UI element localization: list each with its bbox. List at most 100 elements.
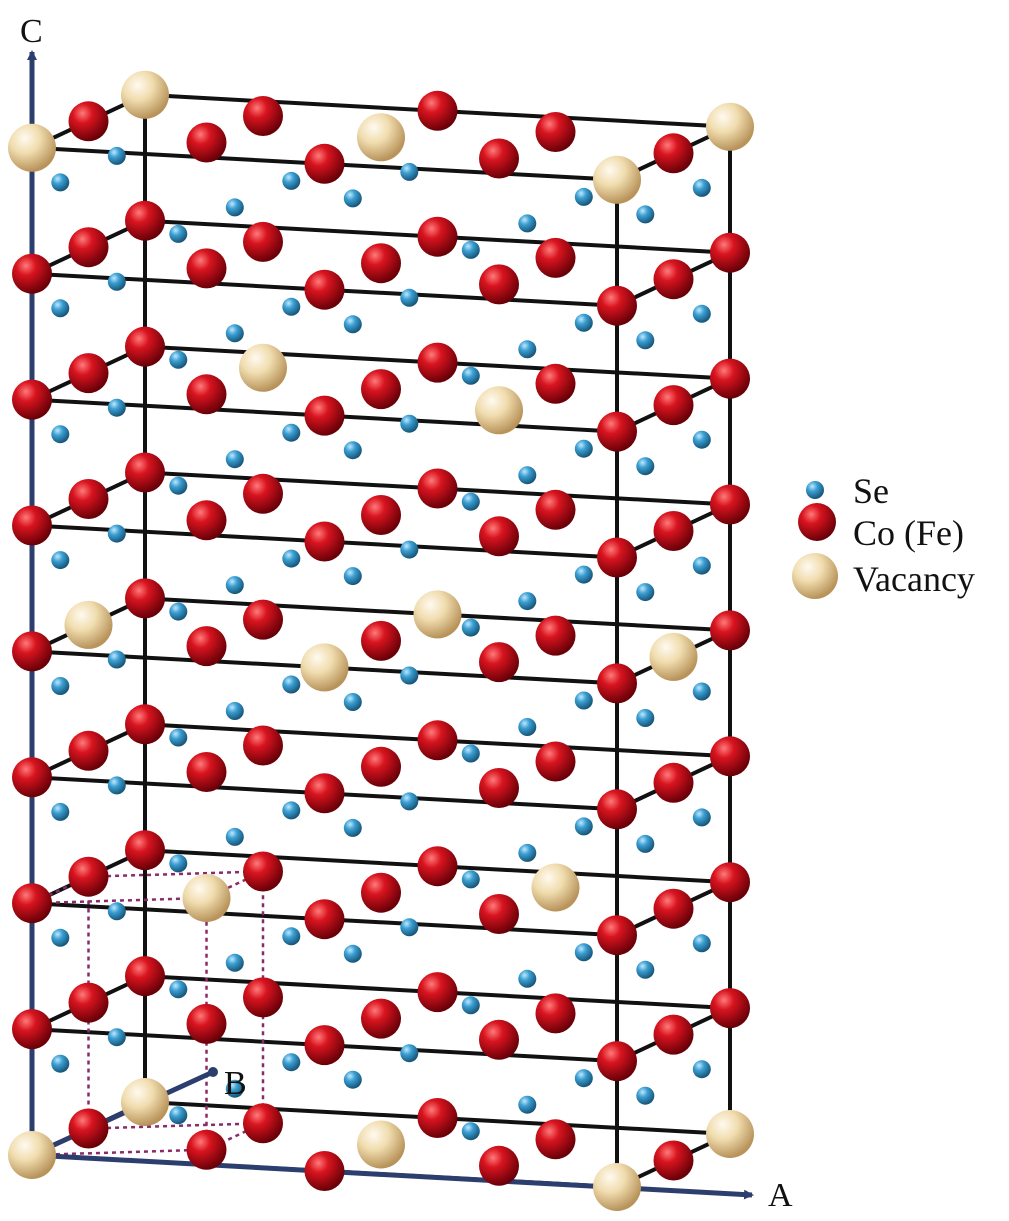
co-atom	[653, 259, 694, 300]
co-atom	[710, 988, 750, 1029]
se-atom	[169, 728, 188, 747]
se-atom	[461, 996, 480, 1015]
co-atom	[535, 363, 576, 404]
se-atom	[225, 198, 244, 217]
se-atom	[518, 1095, 537, 1114]
co-atom	[243, 851, 283, 892]
co-atom	[243, 599, 283, 640]
co-atom	[125, 200, 165, 241]
se-atom	[400, 1044, 419, 1063]
se-atom	[636, 583, 655, 602]
co-atom	[710, 736, 750, 777]
co-atom	[417, 216, 458, 257]
vacancy-site	[8, 1131, 56, 1179]
vacancy-site	[121, 70, 169, 119]
co-atom	[125, 326, 165, 367]
vacancy-site	[8, 123, 56, 172]
co-atom	[304, 1151, 345, 1191]
co-atom	[535, 489, 576, 530]
co-atom	[12, 631, 52, 672]
co-atom	[125, 704, 165, 745]
co-atom	[597, 537, 637, 578]
axis-b-label: B	[224, 1065, 247, 1102]
se-atom	[343, 1070, 362, 1089]
co-atom	[68, 856, 109, 897]
vacancy-site	[357, 113, 405, 162]
se-atom	[692, 808, 711, 827]
se-atom	[343, 441, 362, 460]
se-atom	[400, 792, 419, 811]
co-atom	[68, 353, 109, 394]
co-atom	[479, 1019, 519, 1060]
co-atom	[125, 830, 165, 871]
se-atom	[343, 189, 362, 208]
co-atom	[12, 757, 52, 798]
co-atom	[361, 998, 401, 1039]
co-atom	[186, 122, 227, 163]
co-atom	[186, 374, 227, 415]
se-atom	[400, 414, 419, 433]
se-atom	[692, 682, 711, 701]
se-atom	[461, 492, 480, 511]
co-atom	[653, 1014, 694, 1055]
se-atom	[636, 331, 655, 350]
legend-se-icon	[806, 481, 824, 499]
se-atom	[461, 366, 480, 385]
co-atom	[361, 369, 401, 410]
co-atom	[597, 663, 637, 704]
co-atom	[710, 610, 750, 651]
co-atom	[710, 484, 750, 525]
co-atom	[125, 956, 165, 997]
co-atom	[417, 972, 458, 1013]
co-atom	[710, 358, 750, 399]
vacancy-site	[182, 874, 231, 922]
se-atom	[225, 450, 244, 469]
se-atom	[169, 224, 188, 243]
se-atom	[225, 702, 244, 720]
co-atom	[479, 138, 519, 179]
se-atom	[574, 943, 593, 962]
se-atom	[518, 340, 537, 359]
se-atom	[107, 776, 126, 795]
legend-vacancy-label: Vacancy	[853, 559, 975, 599]
se-atom	[282, 423, 301, 442]
co-atom	[304, 773, 345, 814]
se-atom	[107, 650, 126, 669]
se-atom	[225, 324, 244, 343]
se-atom	[343, 693, 362, 711]
co-atom	[417, 468, 458, 509]
co-atom	[653, 511, 694, 551]
co-atom	[243, 96, 283, 136]
se-atom	[461, 618, 480, 637]
co-atom	[68, 479, 109, 519]
se-atom	[400, 918, 419, 937]
se-atom	[461, 240, 480, 259]
atoms	[8, 70, 754, 1211]
co-atom	[361, 495, 401, 535]
co-atom	[535, 237, 576, 278]
co-atom	[68, 227, 109, 268]
se-atom	[169, 350, 188, 369]
vacancy-site	[706, 102, 754, 151]
vacancy-site	[64, 600, 113, 649]
se-atom	[692, 304, 711, 323]
co-atom	[243, 473, 283, 514]
se-atom	[343, 567, 362, 586]
se-atom	[461, 870, 480, 889]
co-atom	[417, 720, 458, 761]
co-atom	[68, 982, 109, 1023]
co-atom	[243, 1103, 283, 1144]
vacancy-site	[649, 632, 698, 681]
unit-cell-edge	[88, 870, 264, 878]
co-atom	[12, 505, 52, 546]
co-atom	[710, 862, 750, 903]
vacancy-site	[593, 155, 641, 204]
co-atom	[68, 1108, 109, 1149]
co-atom	[597, 1041, 637, 1082]
se-atom	[636, 960, 655, 979]
se-atom	[574, 439, 593, 458]
legend-se-label: Se	[853, 471, 889, 511]
co-atom	[653, 762, 694, 803]
vacancy-site	[239, 343, 287, 392]
se-atom	[574, 817, 593, 836]
